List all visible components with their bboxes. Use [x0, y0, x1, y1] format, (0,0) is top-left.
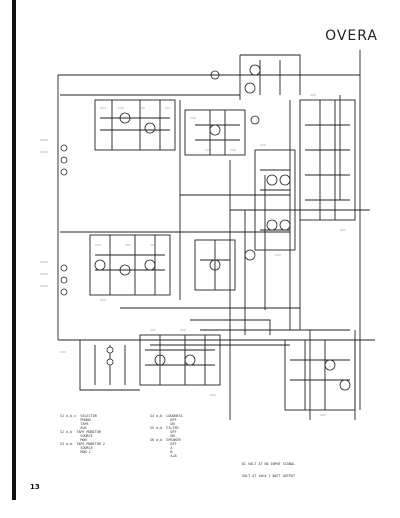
input-jacks: [60, 144, 114, 366]
legend-position: A+B: [170, 454, 177, 458]
legend-position: LOUDNESS: [166, 414, 183, 418]
legend-position: OFF: [170, 430, 177, 434]
legend-row: B: [150, 450, 183, 454]
component-label-marks: [40, 94, 346, 416]
legend-position: MON 2: [80, 450, 91, 454]
legend-position: TAPE: [80, 422, 89, 426]
legend-row: A: [150, 446, 183, 450]
legend-row: OFF: [150, 418, 183, 422]
legend-row: OFF: [150, 442, 183, 446]
legend-row: S1 a,b,c SELECTOR: [60, 414, 105, 418]
legend-switch: S2 a,b: [60, 430, 77, 434]
legend-position: A: [170, 446, 173, 450]
legend-row: S3 a,b TAPE MONITOR 2: [60, 442, 105, 446]
legend-position: PHONO: [80, 418, 91, 422]
legend-switch: [150, 454, 170, 458]
note-ac-volt: VOLT AT 1kHz 1 WATT OUTPUT: [242, 474, 296, 478]
legend-row: MON 2: [60, 450, 105, 454]
legend-position: SPEAKER: [166, 438, 181, 442]
legend-position: B: [170, 450, 173, 454]
legend-position: OFF: [170, 442, 177, 446]
legend-position: SELECTOR: [80, 414, 97, 418]
legend-switch: S5 a,b: [150, 426, 167, 430]
legend-position: MON: [80, 438, 87, 442]
legend-row: PHONO: [60, 418, 105, 422]
legend-row: ON: [150, 434, 183, 438]
legend-row: SOURCE: [60, 434, 105, 438]
legend-position: ON: [170, 434, 175, 438]
legend-row: TAPE: [60, 422, 105, 426]
legend-row: S4 a,b LOUDNESS: [150, 414, 183, 418]
legend-switch: S3 a,b: [60, 442, 77, 446]
transistor-symbols: [94, 64, 351, 391]
legend-row: AUX: [60, 426, 105, 430]
circuit-wiring: [57, 50, 375, 420]
page-title: OVERA: [325, 28, 378, 44]
legend-switch: S1 a,b,c: [60, 414, 81, 418]
legend-position: TAPE MONITOR 2: [76, 442, 105, 446]
binding-edge: [12, 0, 16, 500]
legend-row: OFF: [150, 430, 183, 434]
note-dc-volt: DC VOLT AT NO INPUT SIGNAL: [242, 462, 296, 466]
legend-row: S5 a,b FILTER: [150, 426, 183, 430]
legend-row: ON: [150, 422, 183, 426]
legend-position: SOURCE: [80, 434, 93, 438]
legend-row: A+B: [150, 454, 183, 458]
legend-row: MON: [60, 438, 105, 442]
legend-switch: S6 a,b: [150, 438, 167, 442]
legend-position: SOURCE: [80, 446, 93, 450]
legend-position: TAPE MONITOR: [76, 430, 101, 434]
legend-position: AUX: [80, 426, 87, 430]
page-number: 13: [30, 483, 40, 491]
legend-row: SOURCE: [60, 446, 105, 450]
legend-switch: [60, 450, 80, 454]
legend-switch: S4 a,b: [150, 414, 167, 418]
legend-row: S6 a,b SPEAKER: [150, 438, 183, 442]
legend-position: OFF: [170, 418, 177, 422]
legend-position: FILTER: [166, 426, 179, 430]
legend-row: S2 a,b TAPE MONITOR: [60, 430, 105, 434]
legend-position: ON: [170, 422, 175, 426]
